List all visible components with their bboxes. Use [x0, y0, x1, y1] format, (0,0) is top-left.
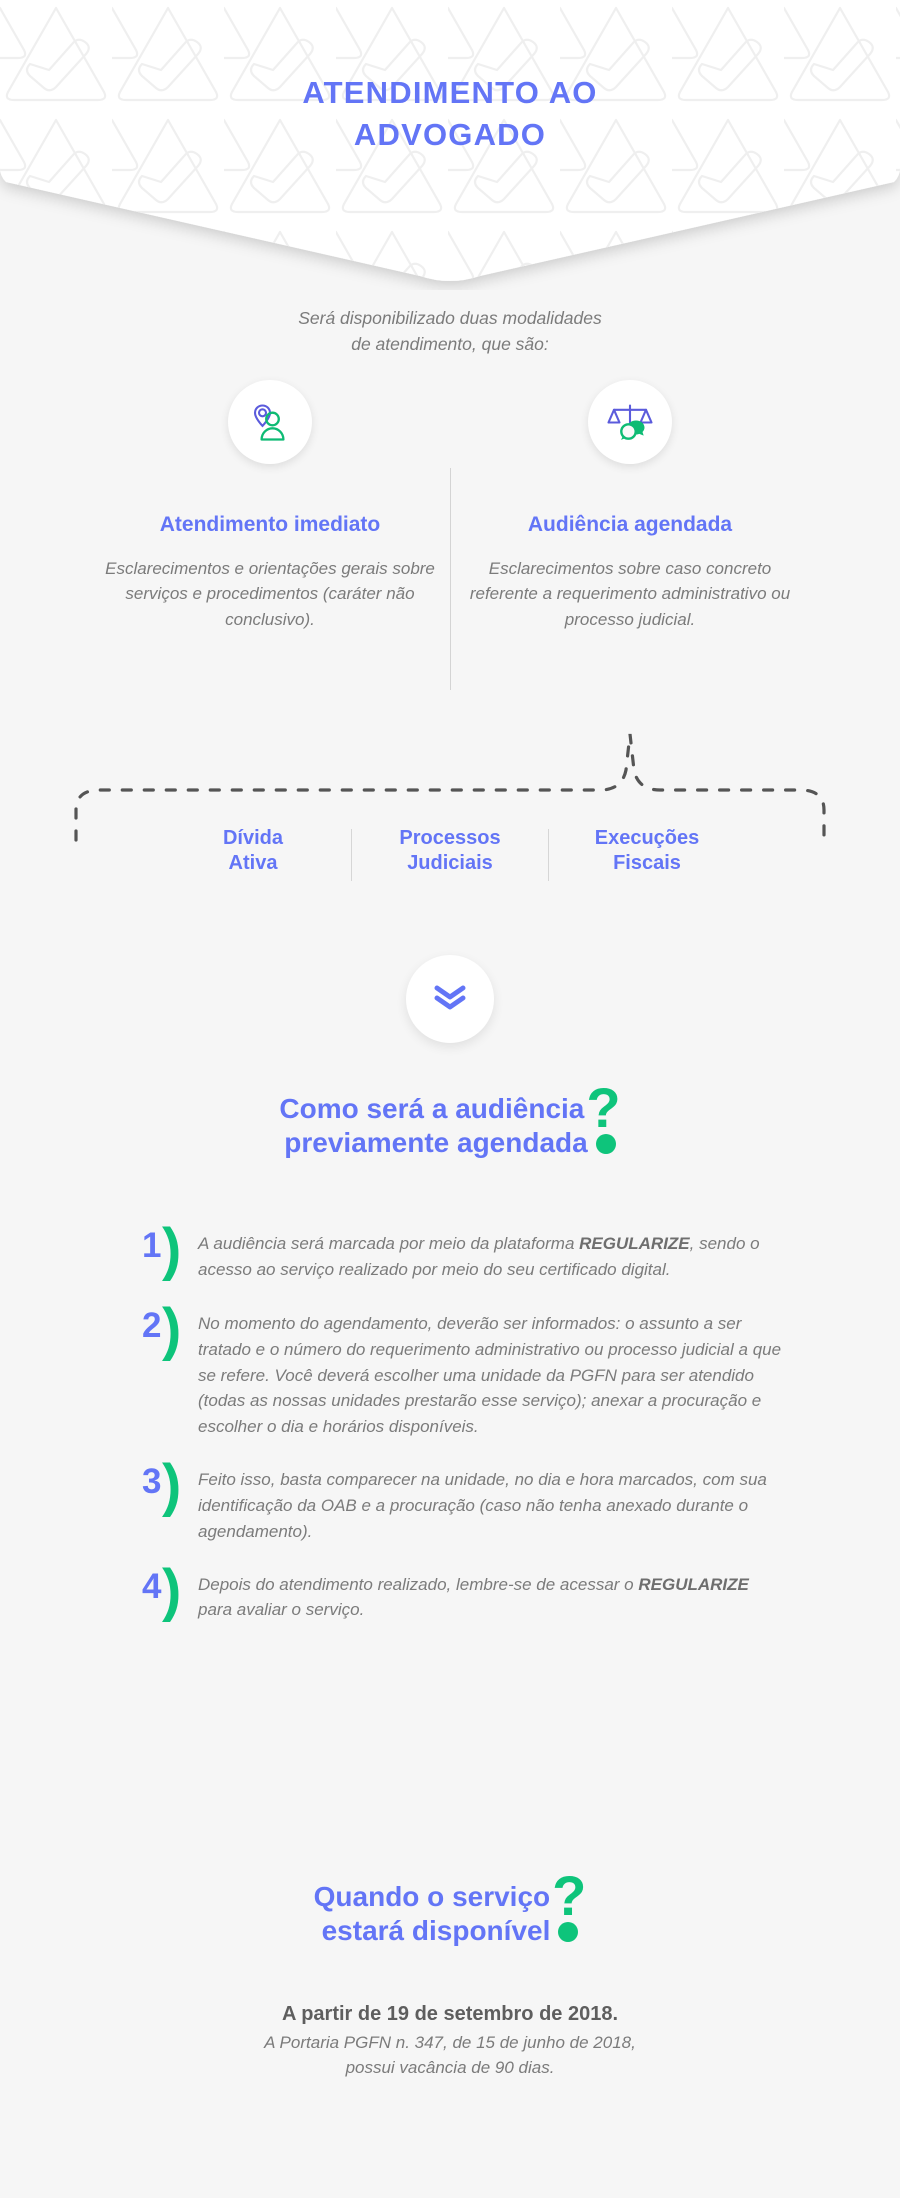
- steps-list: 1 ) A audiência será marcada por meio da…: [142, 1221, 782, 1649]
- scroll-down-button[interactable]: [406, 955, 494, 1043]
- step-paren-icon: ): [162, 1453, 182, 1519]
- step-text-part: Feito isso, basta comparecer na unidade,…: [198, 1470, 767, 1541]
- modality-card-audiencia-agendada: Audiência agendada Esclarecimentos sobre…: [450, 380, 810, 632]
- modality-body: Esclarecimentos e orientações gerais sob…: [105, 559, 435, 629]
- category-line2: Judiciais: [407, 852, 493, 875]
- modality-card-atendimento-imediato: Atendimento imediato Esclarecimentos e o…: [90, 380, 450, 632]
- category-line1: Processos: [399, 827, 501, 849]
- section-heading-line2-wrap: previamente agendada: [0, 1126, 900, 1160]
- step-text-part: No momento do agendamento, deverão ser i…: [198, 1314, 782, 1437]
- step-number: 1: [142, 1226, 162, 1265]
- step-text-bold: REGULARIZE: [638, 1574, 749, 1594]
- page-title-line1: ATENDIMENTO AO: [302, 75, 598, 110]
- list-item: 3 ) Feito isso, basta comparecer na unid…: [142, 1457, 782, 1544]
- category-separator: [548, 829, 549, 881]
- category-separator: [351, 829, 352, 881]
- step-number: 2: [142, 1306, 162, 1345]
- step-paren-icon: ): [162, 1297, 182, 1362]
- footer-sub-line1: A Portaria PGFN n. 347, de 15 de junho d…: [264, 2033, 636, 2052]
- section2-heading-line2-wrap: estará disponível: [0, 1914, 900, 1948]
- category-divida-ativa: Dívida Ativa: [155, 826, 351, 876]
- list-item: 1 ) A audiência será marcada por meio da…: [142, 1221, 782, 1284]
- step-text-part: para avaliar o serviço.: [198, 1600, 365, 1620]
- modality-heading: Atendimento imediato: [159, 513, 381, 536]
- list-item: 2 ) No momento do agendamento, deverão s…: [142, 1301, 782, 1440]
- step-paren-icon: ): [162, 1557, 182, 1623]
- section2-heading-line1: Quando o serviço: [313, 1881, 551, 1912]
- intro-line2: de atendimento, que são:: [351, 334, 549, 355]
- footer-main-text: A partir de 19 de setembro de 2018.: [281, 2003, 619, 2025]
- step-number: 4: [142, 1566, 162, 1606]
- intro-text: Será disponibilizado duas modalidades de…: [0, 305, 900, 358]
- step-marker: 2 ): [142, 1301, 198, 1364]
- intro-line1: Será disponibilizado duas modalidades: [298, 308, 602, 328]
- step-text-bold: REGULARIZE: [579, 1234, 690, 1253]
- category-line2: Ativa: [228, 852, 278, 875]
- question-dot-icon: [595, 1134, 616, 1155]
- step-marker: 1 ): [142, 1221, 198, 1284]
- footer-section: A partir de 19 de setembro de 2018. A Po…: [0, 2000, 900, 2080]
- step-text-part: A audiência será marcada por meio da pla…: [198, 1234, 580, 1253]
- category-line1: Execuções: [594, 827, 700, 849]
- category-line1: Dívida: [222, 827, 284, 849]
- page-title: ATENDIMENTO AO ADVOGADO: [0, 72, 900, 155]
- section-heading-audiencia: Como será a audiência? previamente agend…: [0, 1080, 900, 1160]
- categories-row: Dívida Ativa Processos Judiciais Execuçõ…: [0, 826, 900, 881]
- double-chevron-down-icon: [432, 982, 468, 1017]
- modality-heading: Audiência agendada: [527, 513, 733, 536]
- step-text: A audiência será marcada por meio da pla…: [198, 1228, 782, 1283]
- section-heading-quando: Quando o serviço? estará disponível: [0, 1868, 900, 1948]
- footer-sub-text: A Portaria PGFN n. 347, de 15 de junho d…: [0, 2031, 900, 2080]
- header-banner: ATENDIMENTO AO ADVOGADO: [0, 0, 900, 290]
- modality-body: Esclarecimentos sobre caso concreto refe…: [469, 559, 791, 629]
- category-processos-judiciais: Processos Judiciais: [352, 826, 548, 876]
- modalities-section: Atendimento imediato Esclarecimentos e o…: [0, 380, 900, 690]
- section-heading-line1: Como será a audiência: [279, 1093, 585, 1124]
- step-paren-icon: ): [162, 1217, 182, 1282]
- scales-of-justice-chat-icon: [588, 380, 672, 464]
- step-text-part: Depois do atendimento realizado, lembre-…: [198, 1574, 639, 1594]
- footer-sub-line2: possui vacância de 90 dias.: [345, 2057, 555, 2077]
- section-heading-line2: previamente agendada: [284, 1127, 588, 1159]
- step-text-part: , sendo o acesso ao serviço realizado po…: [198, 1234, 760, 1279]
- category-line2: Fiscais: [613, 852, 681, 875]
- page-title-line2: ADVOGADO: [353, 116, 547, 152]
- category-execucoes-fiscais: Execuções Fiscais: [549, 826, 745, 876]
- step-text: Depois do atendimento realizado, lembre-…: [198, 1569, 782, 1624]
- step-number: 3: [142, 1462, 162, 1502]
- question-mark-icon: ?: [552, 1864, 587, 1927]
- step-text: Feito isso, basta comparecer na unidade,…: [198, 1464, 782, 1544]
- modality-divider: [450, 468, 451, 690]
- section2-heading-line1-wrap: Quando o serviço?: [0, 1868, 900, 1924]
- question-dot-icon: [558, 1922, 579, 1943]
- list-item: 4 ) Depois do atendimento realizado, lem…: [142, 1561, 782, 1625]
- dashed-brace: [70, 728, 830, 843]
- step-marker: 4 ): [142, 1561, 198, 1625]
- section-heading-line1-wrap: Como será a audiência?: [0, 1080, 900, 1136]
- location-pin-person-icon: [228, 380, 312, 464]
- section2-heading-line2: estará disponível: [321, 1915, 551, 1947]
- question-mark-icon: ?: [586, 1076, 621, 1139]
- step-text: No momento do agendamento, deverão ser i…: [198, 1308, 782, 1440]
- step-marker: 3 ): [142, 1457, 198, 1520]
- envelope-flap-shape: [0, 0, 900, 290]
